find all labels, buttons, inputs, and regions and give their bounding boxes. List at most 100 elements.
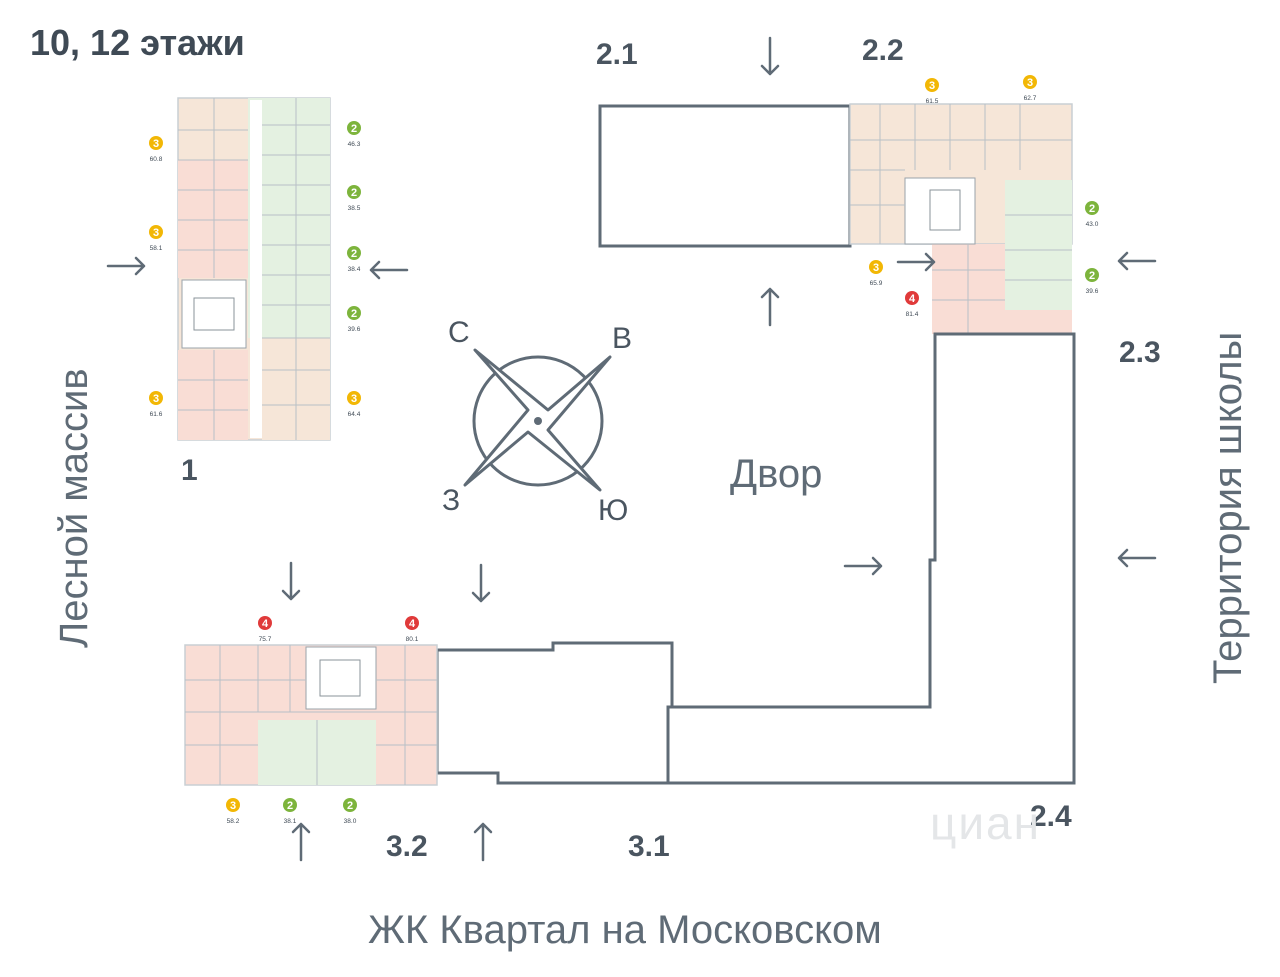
- apartment-badge[interactable]: 480.1: [405, 616, 419, 643]
- apartment-badge[interactable]: 238.4: [347, 246, 361, 273]
- room-count-marker: [226, 798, 240, 812]
- direction-arrow-2: [369, 260, 409, 280]
- complex-name: ЖК Квартал на Московском: [368, 908, 882, 952]
- apartment-badge[interactable]: 238.5: [347, 185, 361, 212]
- building-2-1-outline: [598, 104, 852, 248]
- room-count-marker: [149, 391, 163, 405]
- apartment-badge[interactable]: 365.9: [869, 260, 883, 287]
- direction-arrow-12: [473, 822, 493, 862]
- compass-east: В: [612, 322, 633, 355]
- direction-arrow-8: [1117, 548, 1157, 568]
- floors-title: 10, 12 этажи: [30, 22, 245, 63]
- direction-arrow-7: [843, 556, 883, 576]
- apartment-badge[interactable]: 239.6: [1085, 268, 1099, 295]
- compass-west: З: [442, 484, 461, 517]
- building-3-1-outline: [435, 641, 674, 785]
- room-count-marker: [347, 121, 361, 135]
- room-count: 3: [153, 138, 159, 150]
- building-1-floorplan: [177, 97, 331, 441]
- room-count: 2: [351, 308, 357, 320]
- room-count-marker: [149, 225, 163, 239]
- apartment-area: 38.0: [344, 818, 357, 825]
- building-3-2-floorplan: [184, 644, 438, 786]
- apartment-area: 61.6: [150, 411, 163, 418]
- room-count: 2: [351, 123, 357, 135]
- room-count-marker: [343, 798, 357, 812]
- compass-south: Ю: [598, 494, 629, 527]
- room-count-marker: [905, 291, 919, 305]
- apartment-area: 58.1: [150, 245, 163, 252]
- apartment-area: 38.5: [348, 205, 361, 212]
- direction-arrow-9: [281, 561, 301, 601]
- apartment-badge[interactable]: 364.4: [347, 391, 361, 418]
- apartment-badge[interactable]: 361.6: [149, 391, 163, 418]
- apartment-area: 80.1: [406, 636, 419, 643]
- apartment-badge[interactable]: 239.6: [347, 306, 361, 333]
- apartment-badge[interactable]: 358.1: [149, 225, 163, 252]
- apartment-area: 75.7: [259, 636, 272, 643]
- room-count: 2: [287, 800, 293, 812]
- room-count: 3: [351, 393, 357, 405]
- apartment-badge[interactable]: 246.3: [347, 121, 361, 148]
- room-count: 2: [347, 800, 353, 812]
- direction-arrow-5: [896, 252, 936, 272]
- apartment-area: 61.5: [926, 98, 939, 105]
- building-label-3-1: 3.1: [628, 830, 670, 863]
- building-label-2-1: 2.1: [596, 38, 638, 71]
- room-count: 4: [262, 618, 269, 630]
- forest-label: Лесной массив: [52, 368, 96, 648]
- apartment-badge[interactable]: 360.8: [149, 136, 163, 163]
- room-count: 4: [909, 293, 916, 305]
- direction-arrow-4: [760, 287, 780, 327]
- apartment-badge[interactable]: 361.5: [925, 78, 939, 105]
- room-count: 3: [153, 393, 159, 405]
- room-count: 3: [1027, 77, 1033, 89]
- room-count-marker: [347, 185, 361, 199]
- room-count: 2: [1089, 270, 1095, 282]
- apartment-area: 38.4: [348, 266, 361, 273]
- room-count-marker: [347, 391, 361, 405]
- apartment-badge[interactable]: 481.4: [905, 291, 919, 318]
- room-count-marker: [405, 616, 419, 630]
- room-count: 4: [409, 618, 416, 630]
- room-count-marker: [283, 798, 297, 812]
- room-count: 2: [351, 248, 357, 260]
- watermark: циан: [930, 797, 1042, 849]
- apartment-badge[interactable]: 358.2: [226, 798, 240, 825]
- apartment-area: 39.6: [1086, 288, 1099, 295]
- apartment-badge[interactable]: 475.7: [258, 616, 272, 643]
- apartment-area: 60.8: [150, 156, 163, 163]
- direction-arrow-3: [760, 36, 780, 76]
- compass-rose: [463, 348, 612, 492]
- apartment-badge[interactable]: 362.7: [1023, 75, 1037, 102]
- compass-north: С: [448, 316, 470, 349]
- building-label-3-2: 3.2: [386, 830, 428, 863]
- room-count-marker: [869, 260, 883, 274]
- room-count: 3: [230, 800, 236, 812]
- apartment-badge[interactable]: 243.0: [1085, 201, 1099, 228]
- apartment-area: 62.7: [1024, 95, 1037, 102]
- room-count-marker: [347, 246, 361, 260]
- building-label-2-2: 2.2: [862, 34, 904, 67]
- apartment-area: 64.4: [348, 411, 361, 418]
- direction-arrow-1: [106, 256, 146, 276]
- building-label-2-3: 2.3: [1119, 336, 1161, 369]
- direction-arrow-11: [291, 822, 311, 862]
- building-2-3-2-4-outline: [666, 332, 1076, 785]
- room-count: 3: [929, 80, 935, 92]
- apartment-badge[interactable]: 238.1: [283, 798, 297, 825]
- direction-arrow-10: [471, 563, 491, 603]
- room-count: 3: [873, 262, 879, 274]
- building-label-2-4: 2.4: [1030, 800, 1072, 833]
- apartment-area: 65.9: [870, 280, 883, 287]
- apartment-area: 39.6: [348, 326, 361, 333]
- room-count-marker: [1085, 268, 1099, 282]
- apartment-area: 46.3: [348, 141, 361, 148]
- school-label: Территория школы: [1206, 331, 1250, 684]
- room-count-marker: [1023, 75, 1037, 89]
- building-label-1: 1: [181, 454, 198, 487]
- room-count-marker: [258, 616, 272, 630]
- apartment-badge[interactable]: 238.0: [343, 798, 357, 825]
- building-2-2-floorplan: [849, 103, 1073, 335]
- room-count: 2: [1089, 203, 1095, 215]
